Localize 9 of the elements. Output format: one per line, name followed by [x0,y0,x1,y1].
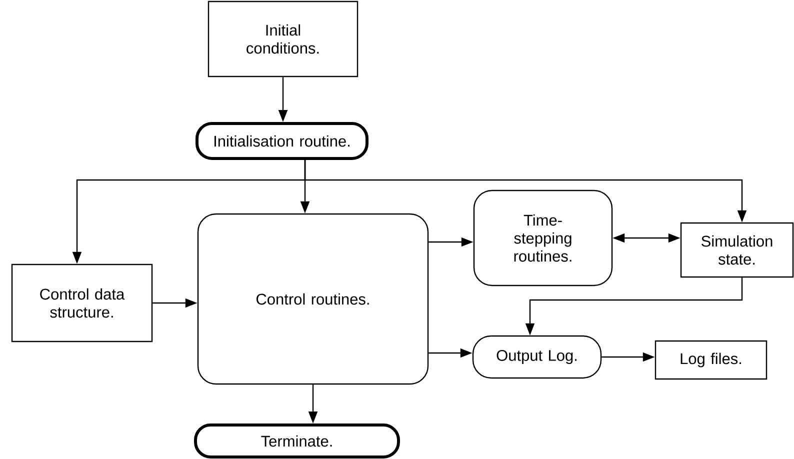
rounded-process-box: Time-stepping routines. [473,190,613,286]
process-box: Log files. [654,340,768,380]
rounded-process-box: Control routines. [197,213,429,385]
process-box: Simulation state. [680,222,794,278]
terminal-box: Initialisation routine. [196,122,368,160]
process-box: Control data structure. [11,264,153,342]
terminal-box: Terminate. [194,424,400,458]
rounded-process-box: Output Log. [472,335,602,379]
process-box: Initial conditions. [208,0,358,78]
